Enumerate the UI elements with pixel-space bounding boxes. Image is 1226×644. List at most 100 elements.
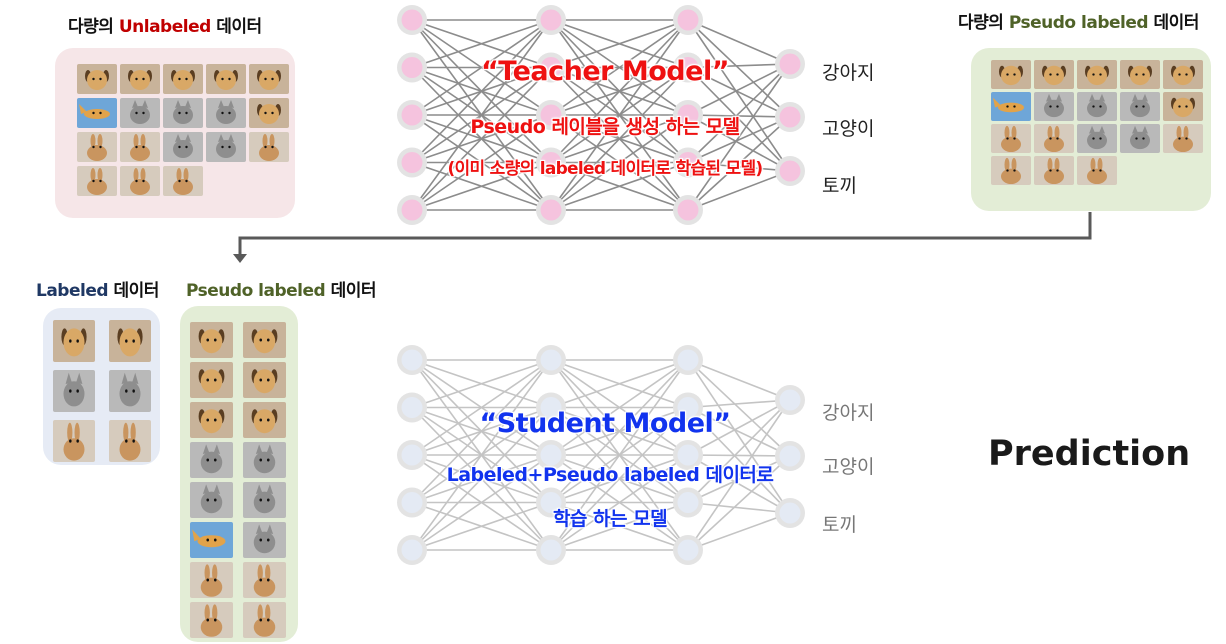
labeled-data-header: Labeled 데이터 xyxy=(36,276,159,301)
pseudo-labeled-data-header-top: 다량의 Pseudo labeled 데이터 xyxy=(958,8,1199,33)
rabbit-photo xyxy=(991,124,1031,153)
rabbit-photo xyxy=(190,602,233,638)
teacher-hidden-node xyxy=(677,104,699,126)
dog-photo xyxy=(1163,60,1203,89)
teacher-hidden-node xyxy=(540,199,562,221)
dog-photo xyxy=(120,64,160,94)
rabbit-photo xyxy=(1163,124,1203,153)
dog-photo xyxy=(249,98,289,128)
student-hidden-node xyxy=(540,444,562,466)
teacher-class-cat: 고양이 xyxy=(822,118,875,140)
pseudo-labeled-image-panel-top xyxy=(971,48,1211,211)
teacher-connection xyxy=(687,19,791,65)
student-hidden-node xyxy=(677,539,699,561)
teacher-connection xyxy=(687,161,791,172)
teacher-model-description-2: (이미 소량의 labeled 데이터로 학습된 모델) xyxy=(447,159,763,179)
student-output-node xyxy=(779,445,801,467)
teacher-connection xyxy=(411,19,552,164)
cat-photo xyxy=(190,442,233,478)
teacher-hidden-node xyxy=(401,9,423,31)
dog-photo xyxy=(109,320,151,362)
cat-photo xyxy=(1077,124,1117,153)
teacher-connection xyxy=(687,19,791,118)
rabbit-photo xyxy=(120,132,160,162)
cat-photo xyxy=(163,132,203,162)
student-class-rabbit: 토끼 xyxy=(822,514,857,536)
teacher-hidden-node xyxy=(677,152,699,173)
cat-photo xyxy=(243,482,286,518)
header-highlight: Pseudo labeled xyxy=(186,281,326,301)
student-connection xyxy=(687,399,791,551)
cat-photo xyxy=(243,522,286,558)
header-suffix: 데이터 xyxy=(210,17,262,37)
teacher-connection xyxy=(550,66,689,211)
rabbit-photo xyxy=(243,602,286,638)
teacher-hidden-node xyxy=(401,57,423,78)
dog-photo xyxy=(190,362,233,398)
pseudo-labeled-image-panel-bottom xyxy=(180,306,298,642)
student-connection xyxy=(550,406,689,551)
teacher-hidden-node xyxy=(401,152,423,173)
teacher-hidden-node xyxy=(677,9,699,31)
student-hidden-node xyxy=(677,349,699,371)
teacher-output-node xyxy=(779,160,801,182)
student-model-description-2: 학습 하는 모델 xyxy=(552,508,668,530)
student-hidden-node xyxy=(540,349,562,371)
teacher-connection xyxy=(411,161,552,211)
teacher-connection xyxy=(687,63,791,69)
rabbit-photo xyxy=(120,166,160,196)
student-model-description-1: Labeled+Pseudo labeled 데이터로 xyxy=(446,464,774,486)
student-connection xyxy=(550,359,689,409)
cat-photo xyxy=(206,98,246,128)
student-hidden-node xyxy=(677,444,699,466)
teacher-hidden-node xyxy=(540,9,562,31)
rabbit-photo xyxy=(243,562,286,598)
unlabeled-image-panel xyxy=(55,48,295,218)
dog-photo xyxy=(1120,60,1160,89)
cat-photo xyxy=(163,98,203,128)
dog-photo xyxy=(1077,60,1117,89)
student-class-dog: 강아지 xyxy=(822,402,875,424)
rabbit-photo xyxy=(109,420,151,462)
dog-photo xyxy=(190,322,233,358)
teacher-hidden-node xyxy=(540,152,562,173)
student-hidden-node xyxy=(677,492,699,513)
teacher-connection xyxy=(411,19,552,116)
dog-photo xyxy=(1163,92,1203,121)
teacher-hidden-node xyxy=(677,199,699,221)
header-suffix: 데이터 xyxy=(1148,13,1199,33)
student-connection xyxy=(411,359,552,504)
dog-photo xyxy=(991,60,1031,89)
cat-photo xyxy=(1077,92,1117,121)
header-highlight: Labeled xyxy=(36,281,109,301)
student-connection xyxy=(411,406,552,551)
rabbit-photo xyxy=(190,562,233,598)
cat-photo xyxy=(120,98,160,128)
teacher-connection xyxy=(411,19,552,211)
student-output-node xyxy=(779,389,801,411)
student-connection xyxy=(411,454,552,551)
header-prefix: 다량의 xyxy=(958,13,1009,33)
cat-photo xyxy=(1034,92,1074,121)
dog-photo xyxy=(163,64,203,94)
student-connection xyxy=(687,455,791,504)
student-connection xyxy=(550,359,689,456)
rabbit-photo xyxy=(1077,156,1117,185)
rabbit-photo xyxy=(77,132,117,162)
teacher-connection xyxy=(550,19,689,164)
teacher-class-rabbit: 토끼 xyxy=(822,175,857,197)
student-hidden-node xyxy=(401,492,423,513)
rabbit-photo xyxy=(53,420,95,462)
header-suffix: 데이터 xyxy=(108,281,159,301)
student-connection xyxy=(411,359,552,551)
teacher-hidden-node xyxy=(401,104,423,126)
student-connection xyxy=(687,454,791,457)
rabbit-photo xyxy=(77,166,117,196)
cat-photo xyxy=(1120,124,1160,153)
teacher-connection xyxy=(687,114,791,172)
dog-photo xyxy=(249,64,289,94)
rabbit-photo xyxy=(249,132,289,162)
